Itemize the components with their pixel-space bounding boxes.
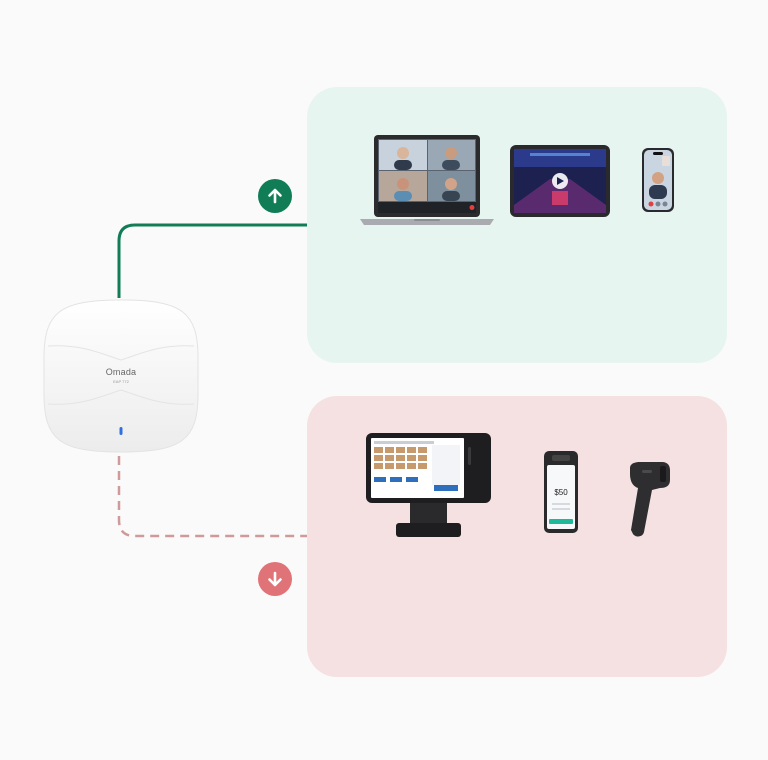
pos-terminal-icon	[366, 433, 491, 537]
barcode-scanner-icon	[630, 462, 670, 537]
phone-video-call-icon	[642, 148, 674, 212]
payment-amount: $50	[554, 488, 568, 497]
arrow-down-icon	[258, 562, 292, 596]
arrow-up-icon	[258, 179, 292, 213]
payment-terminal-icon: $50	[544, 451, 578, 533]
tablet-video-icon	[510, 145, 610, 217]
high-priority-link	[117, 223, 307, 298]
low-priority-link	[117, 456, 307, 538]
status-led	[119, 427, 123, 435]
laptop-video-call-icon	[360, 135, 494, 225]
ceiling-access-point-icon	[43, 299, 199, 453]
ap-model-label: EAP 772	[113, 379, 129, 384]
access-point: Omada EAP 772	[42, 298, 200, 454]
ap-brand-label: Omada	[105, 367, 137, 377]
